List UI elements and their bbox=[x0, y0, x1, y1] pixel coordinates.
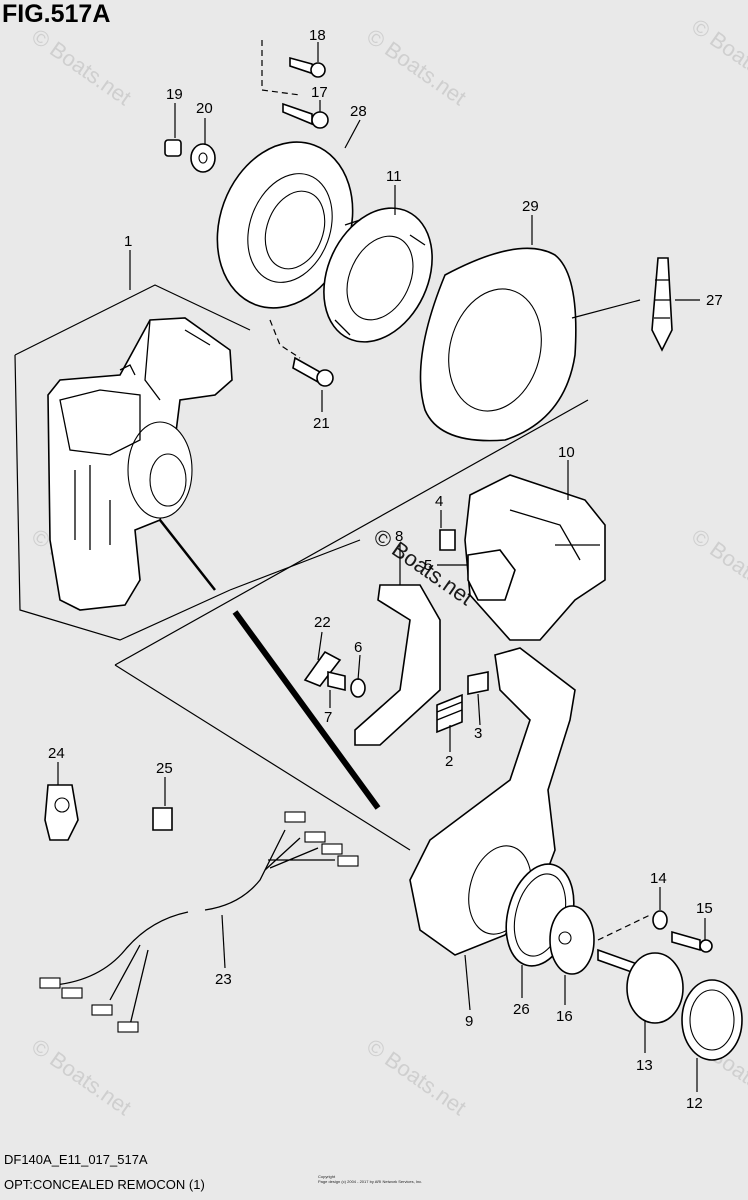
assembly-outline bbox=[14, 284, 251, 356]
nut-part-19 bbox=[164, 139, 182, 157]
bolt-part-4 bbox=[439, 529, 456, 551]
leader-lines bbox=[57, 42, 706, 1092]
callout-label: 11 bbox=[386, 168, 402, 185]
leader-line-thick bbox=[159, 519, 216, 591]
shaft-part-13 bbox=[597, 948, 684, 1024]
callout-label: 14 bbox=[650, 870, 667, 887]
callout-label: 26 bbox=[513, 1001, 530, 1018]
callout-label: 7 bbox=[324, 709, 332, 726]
connector-part-24 bbox=[44, 784, 79, 841]
leader-line-thick bbox=[232, 610, 381, 810]
watermark: © Boats.net bbox=[27, 24, 136, 111]
callout-label: 3 bbox=[474, 725, 482, 742]
callout-label: 12 bbox=[686, 1095, 703, 1112]
washer-part-20 bbox=[190, 143, 216, 173]
gear-ring-part-11 bbox=[323, 207, 433, 343]
callout-label: 24 bbox=[48, 745, 65, 762]
plate-part-16 bbox=[549, 905, 595, 975]
callout-label: 6 bbox=[354, 639, 362, 656]
copyright-line: Copyright bbox=[318, 1174, 336, 1179]
watermark: © Boats.net bbox=[362, 24, 471, 111]
clip-part-25 bbox=[152, 807, 173, 831]
screw-part-15 bbox=[671, 930, 713, 953]
callout-label: 16 bbox=[556, 1008, 573, 1025]
assembly-outline bbox=[114, 664, 411, 851]
cover-plate-part-29 bbox=[419, 247, 577, 442]
callout-label: 19 bbox=[166, 86, 183, 103]
assembly-outline bbox=[14, 354, 231, 641]
callout-label: 4 bbox=[435, 493, 443, 510]
callout-label: 1 bbox=[124, 233, 132, 250]
lever-part-8 bbox=[354, 584, 441, 746]
callout-label: 21 bbox=[313, 415, 330, 432]
figure-caption: OPT:CONCEALED REMOCON (1) bbox=[4, 1177, 205, 1192]
callout-labels: 1 2 3 4 5 6 7 8 9 10 11 12 13 14 15 16 1… bbox=[48, 27, 723, 1112]
flange-ring-part-28 bbox=[216, 141, 354, 309]
callout-label: 25 bbox=[156, 760, 173, 777]
assembly-outline bbox=[114, 399, 589, 666]
callout-label: 18 bbox=[309, 27, 326, 44]
bolt-part-3 bbox=[467, 671, 489, 695]
screw-part-18 bbox=[289, 56, 326, 78]
wire-harness-part-23 bbox=[39, 811, 359, 1033]
callout-label: 2 bbox=[445, 753, 453, 770]
watermark: © Boats.net bbox=[362, 1034, 471, 1121]
callout-label: 13 bbox=[636, 1057, 653, 1074]
cap-part-12 bbox=[681, 979, 743, 1061]
remote-control-box-part bbox=[47, 317, 233, 611]
assembly-outline bbox=[229, 539, 361, 591]
figure-title: FIG.517A bbox=[2, 0, 111, 28]
bolt-part-7 bbox=[327, 670, 346, 692]
callout-label: 17 bbox=[311, 84, 328, 101]
callout-label: 28 bbox=[350, 103, 367, 120]
watermark: © Boats.net bbox=[27, 1034, 136, 1121]
spring-part-2 bbox=[436, 693, 463, 734]
figure-code: DF140A_E11_017_517A bbox=[4, 1152, 148, 1167]
washer-part-14 bbox=[652, 910, 668, 930]
callout-label: 22 bbox=[314, 614, 331, 631]
bracket-part-22 bbox=[303, 650, 342, 687]
callout-label: 9 bbox=[465, 1013, 473, 1030]
callout-label: 23 bbox=[215, 971, 232, 988]
latch-part-5 bbox=[467, 549, 516, 601]
callout-label: 29 bbox=[522, 198, 539, 215]
callout-label: 15 bbox=[696, 900, 713, 917]
callout-label: 10 bbox=[558, 444, 575, 461]
washer-part-6 bbox=[350, 678, 366, 698]
watermark: © Boats.net bbox=[687, 14, 748, 101]
callout-label: 27 bbox=[706, 292, 723, 309]
callout-label: 20 bbox=[196, 100, 213, 117]
watermark: © Boats.net bbox=[687, 524, 748, 611]
screw-part-21 bbox=[292, 356, 334, 387]
copyright-notice: Copyright Page design (c) 2004 - 2017 by… bbox=[318, 1174, 422, 1184]
knob-part-27 bbox=[571, 257, 673, 352]
callout-label: 8 bbox=[395, 528, 403, 545]
copyright-line: Page design (c) 2004 - 2017 by ARI Netwo… bbox=[318, 1179, 423, 1184]
callout-label: 5 bbox=[424, 557, 432, 574]
screw-part-17 bbox=[282, 102, 329, 129]
